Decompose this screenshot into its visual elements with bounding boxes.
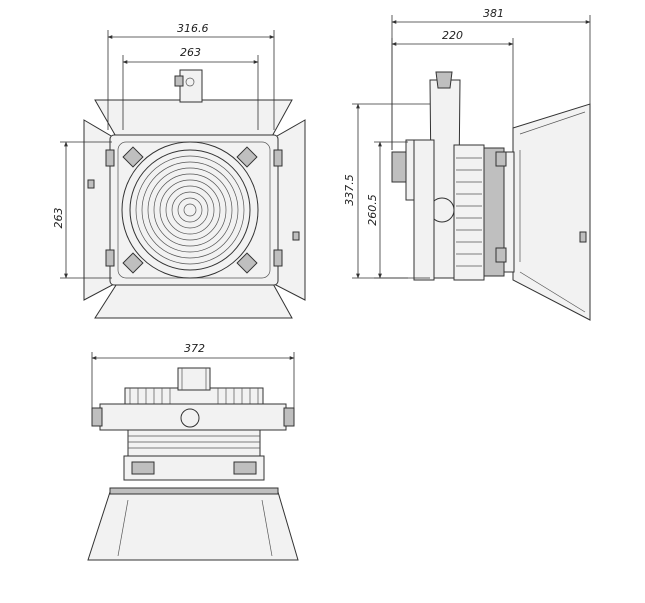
dim-width-outer: 316.6 [177,22,209,35]
dim-height-front: 263 [52,208,65,229]
dim-width-top: 372 [184,342,205,355]
fresnel-lens [121,141,259,279]
top-fins [129,388,259,404]
top-dimensions: 372 [91,342,295,410]
side-dimensions: 381 220 337.5 260.5 [343,7,591,279]
dim-depth-body: 220 [442,29,463,42]
dim-height-total: 337.5 [343,174,356,206]
top-view [87,367,299,561]
cooling-fins [456,157,482,267]
dim-width-inner: 263 [180,46,201,59]
dim-depth-total: 381 [483,7,504,20]
side-view [391,71,591,321]
dim-height-body: 260.5 [366,194,379,226]
front-view [83,69,306,319]
front-dimensions: 316.6 263 263 [52,22,275,279]
